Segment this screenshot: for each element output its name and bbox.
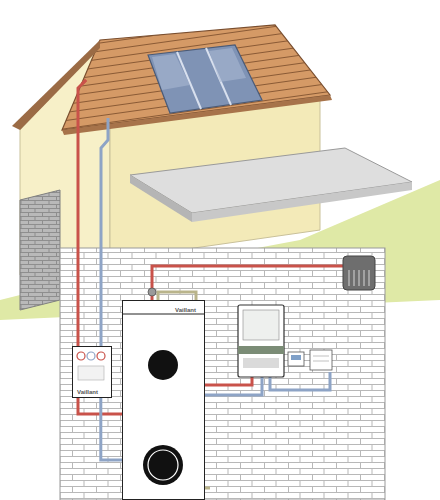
gauge-dial <box>97 352 105 360</box>
gauge-dial <box>87 352 95 360</box>
port-ring <box>148 450 178 480</box>
solar-flow-pipe <box>78 80 86 350</box>
boiler <box>238 305 284 377</box>
storage-cylinder-shape <box>122 300 205 500</box>
inspection-port <box>143 445 183 485</box>
flat-roof <box>130 148 412 222</box>
controller <box>288 352 304 366</box>
shower-head <box>343 256 375 290</box>
inspection-port <box>148 350 178 380</box>
brand-label: Vaillant <box>175 307 196 314</box>
roof-edge <box>12 40 100 130</box>
brand-label: Vaillant <box>77 389 98 396</box>
interior-wall <box>60 248 385 500</box>
boiler-return-pipe <box>205 376 262 395</box>
solar-flow-pipe <box>82 80 86 84</box>
pipe-connector <box>101 398 122 460</box>
solar-collector <box>148 45 262 113</box>
room-unit <box>310 350 332 370</box>
hot-water-pipe <box>152 266 345 300</box>
cylinder-lid <box>122 314 205 315</box>
gauge-dial <box>77 352 85 360</box>
pump-panel <box>78 366 104 380</box>
pump-station: Vaillant <box>72 346 112 398</box>
solar-return-pipe <box>101 118 108 350</box>
mixing-valve <box>148 288 156 296</box>
storage-cylinder: Vaillant <box>122 300 205 500</box>
brick-wall <box>20 190 60 310</box>
pipe-connector <box>78 398 122 414</box>
